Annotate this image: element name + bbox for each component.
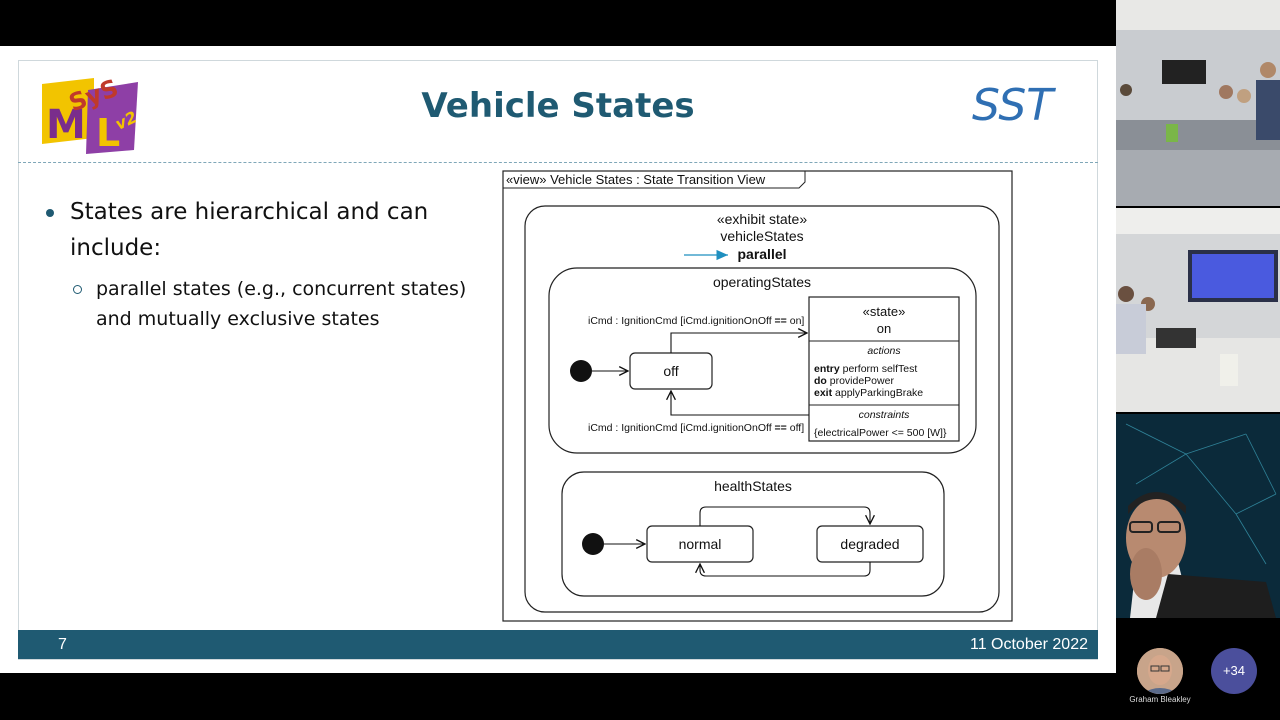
exhibit-name: vehicleStates — [720, 228, 803, 244]
view-header: «view» Vehicle States : State Transition… — [506, 172, 766, 187]
view-frame — [502, 170, 1013, 622]
health-states-region — [561, 471, 945, 597]
transition-off-label: iCmd : IgnitionCmd [iCmd.ignitionOnOff =… — [588, 422, 804, 434]
operating-states-label: operatingStates — [713, 274, 811, 290]
slide-frame — [18, 60, 1098, 660]
transition-on-label: iCmd : IgnitionCmd [iCmd.ignitionOnOff =… — [588, 315, 804, 327]
on-state — [808, 296, 960, 442]
bullet-item: States are hierarchical and can include: — [46, 194, 496, 266]
avatar-image — [1137, 648, 1183, 694]
on-state-name: on — [877, 321, 891, 336]
exhibit-state-box — [524, 205, 1000, 613]
constraints-heading: constraints — [859, 409, 911, 421]
bullet-text: States are hierarchical and can include: — [70, 199, 429, 261]
health-states-label: healthStates — [714, 478, 792, 494]
video-tile-presenter[interactable] — [1116, 414, 1280, 618]
participant-name: Graham Bleakley — [1129, 695, 1191, 704]
operating-states-region — [548, 267, 977, 454]
svg-text:L: L — [96, 111, 120, 155]
footer-date: 11 October 2022 — [969, 636, 1088, 653]
video-tile-meeting-room[interactable] — [1116, 208, 1280, 412]
on-state-stereotype: «state» — [863, 304, 906, 319]
bullet-ring-icon — [73, 285, 82, 294]
exit-action: exit applyParkingBrake — [814, 387, 923, 399]
presentation-slide: M SyS L v2 Vehicle States SST States are… — [0, 46, 1116, 673]
entry-action: entry perform selfTest — [814, 363, 917, 375]
sysml-logo: M SyS L v2 — [42, 74, 140, 155]
do-action: do providePower — [814, 375, 894, 387]
initial-state-icon — [582, 533, 604, 555]
initial-state-icon — [570, 360, 592, 382]
slide-title: Vehicle States — [421, 86, 695, 126]
slide-footer: 7 11 October 2022 — [18, 630, 1098, 659]
participant-avatar[interactable] — [1137, 648, 1183, 694]
actions-heading: actions — [867, 345, 901, 357]
sub-bullet-item: parallel states (e.g., concurrent states… — [46, 274, 496, 334]
video-feed — [1116, 414, 1280, 618]
svg-text:M: M — [46, 102, 86, 148]
transition-normal-to-degraded — [699, 506, 870, 526]
transition-on-to-off — [671, 391, 809, 416]
transition-degraded-to-normal — [700, 562, 871, 577]
exhibit-kind: parallel — [737, 246, 786, 262]
normal-state-label: normal — [679, 536, 722, 552]
exhibit-stereotype: «exhibit state» — [717, 211, 807, 227]
bullet-dot-icon — [46, 209, 54, 217]
constraint-text: {electricalPower <= 500 [W]} — [814, 427, 947, 439]
transition-off-to-on — [670, 333, 807, 353]
brand-label: SST — [972, 80, 1054, 131]
page-number: 7 — [58, 636, 67, 653]
sub-bullet-text: parallel states (e.g., concurrent states… — [96, 278, 467, 330]
state-transition-diagram: «view» Vehicle States : State Transition… — [502, 170, 1013, 622]
video-feed — [1116, 208, 1280, 412]
more-participants-button[interactable]: +34 — [1211, 648, 1257, 694]
video-tile-conference-room[interactable] — [1116, 0, 1280, 206]
meeting-participants-sidebar: Graham Bleakley +34 — [1116, 0, 1280, 720]
title-divider — [18, 162, 1098, 163]
bullet-list: States are hierarchical and can include:… — [46, 194, 496, 334]
video-feed — [1116, 0, 1280, 206]
degraded-state-label: degraded — [840, 536, 899, 552]
off-state-label: off — [663, 363, 678, 379]
